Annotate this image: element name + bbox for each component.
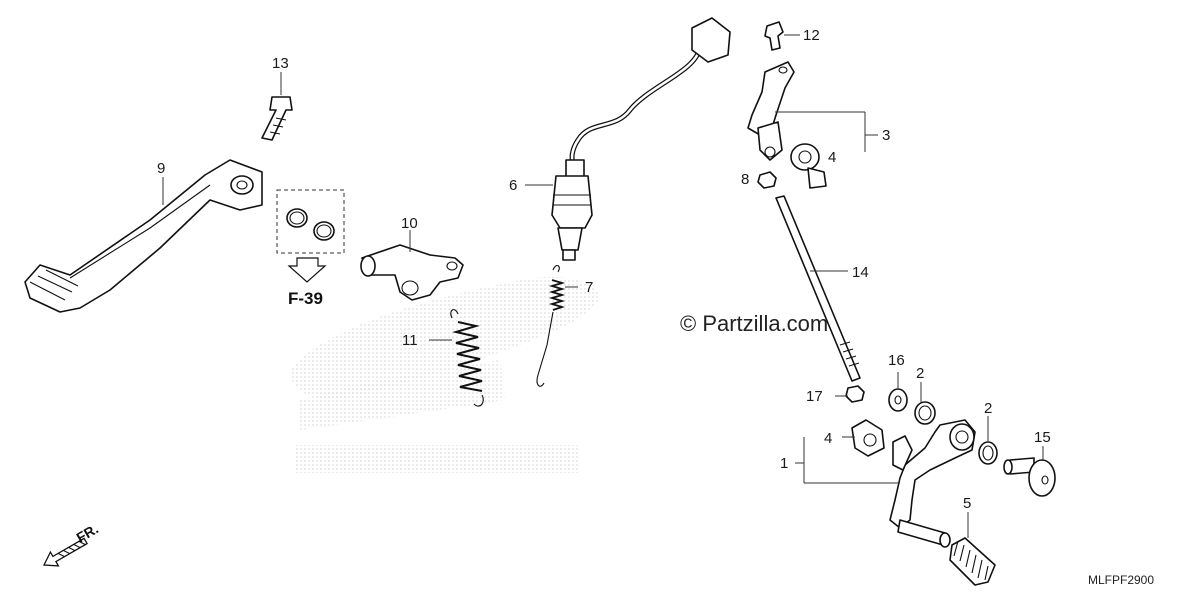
- bolt-part-13[interactable]: [261, 96, 293, 141]
- washer-part-16[interactable]: [888, 388, 908, 412]
- callout-3: 3: [882, 127, 890, 144]
- shift-arm-part-3[interactable]: [747, 61, 795, 161]
- spring-part-7[interactable]: [536, 264, 566, 387]
- callout-12: 12: [803, 27, 820, 44]
- callout-4-lower: 4: [824, 430, 832, 447]
- spring-part-11[interactable]: [450, 309, 484, 407]
- stop-switch-part-6[interactable]: [551, 17, 731, 261]
- brake-pedal-part-9[interactable]: [24, 159, 263, 313]
- callout-2-lower: 2: [984, 400, 992, 417]
- tie-rod-part-14[interactable]: [775, 195, 861, 382]
- brake-pedal-pivot-part-10[interactable]: [360, 244, 464, 301]
- bolt-part-12[interactable]: [764, 21, 784, 51]
- callout-11: 11: [402, 332, 418, 349]
- callout-6: 6: [509, 177, 517, 194]
- callout-8: 8: [741, 171, 749, 188]
- shift-pedal-rubber-part-5[interactable]: [949, 537, 996, 586]
- callout-15: 15: [1034, 429, 1051, 446]
- callout-14: 14: [852, 264, 869, 281]
- callout-9: 9: [157, 160, 165, 177]
- reference-f-39[interactable]: F-39: [288, 289, 323, 308]
- callout-4-upper: 4: [828, 149, 836, 166]
- o-ring-part-2-lower[interactable]: [978, 441, 998, 465]
- callout-1: 1: [780, 455, 788, 472]
- callout-5: 5: [963, 495, 971, 512]
- background-brand-watermark: [290, 276, 600, 473]
- pivot-bolt-part-15[interactable]: [1003, 457, 1056, 497]
- leader-lines: [162, 34, 1044, 538]
- o-ring-group: [276, 189, 345, 254]
- o-ring-part-2-upper[interactable]: [914, 401, 936, 425]
- callout-13: 13: [272, 55, 289, 72]
- diagram-code: MLFPF2900: [1088, 573, 1154, 587]
- front-direction-indicator: [43, 537, 88, 567]
- reference-arrow: [287, 257, 327, 283]
- callout-10: 10: [401, 215, 418, 232]
- tie-rod-joint-part-4-upper[interactable]: [790, 143, 827, 189]
- callout-17: 17: [806, 388, 823, 405]
- nut-part-8[interactable]: [757, 171, 777, 189]
- shift-pedal-part-1[interactable]: [889, 419, 976, 548]
- partzilla-watermark: © Partzilla.com: [680, 311, 828, 336]
- callout-7: 7: [585, 279, 593, 296]
- nut-part-17[interactable]: [845, 385, 865, 403]
- callout-16: 16: [888, 352, 905, 369]
- tie-rod-joint-part-4-lower[interactable]: [851, 419, 885, 457]
- callout-2-upper: 2: [916, 365, 924, 382]
